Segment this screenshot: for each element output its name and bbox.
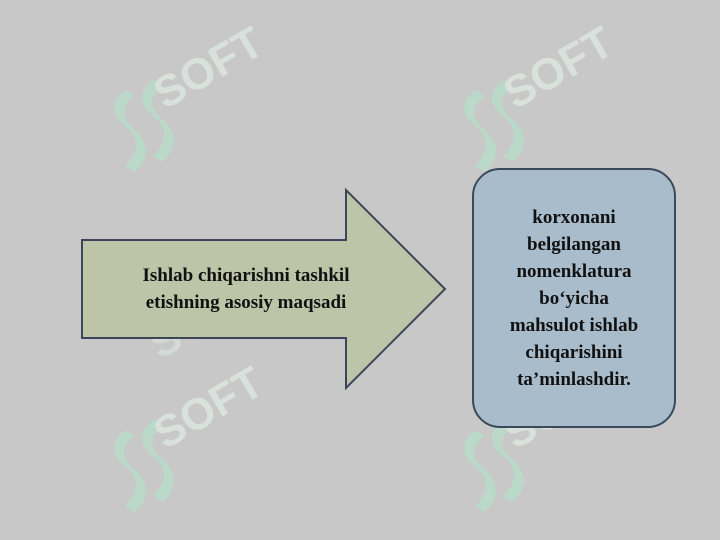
arrow-label-line: Ishlab chiqarishni tashkil [142,265,350,286]
result-line: korxonani [532,206,616,228]
result-text: korxonani belgilangan nomenklatura bo‘yi… [484,204,664,393]
result-line: belgilangan [527,233,621,255]
result-box: korxonani belgilangan nomenklatura bo‘yi… [472,168,676,428]
result-line: mahsulot ishlab [509,314,639,336]
arrow-label-line: etishning asosiy maqsadi [145,292,347,313]
result-line: ta’minlashdir. [517,368,631,390]
result-line: chiqarishini [525,341,623,363]
arrow-polygon [81,187,447,391]
result-line: bo‘yicha [539,287,609,309]
result-line: nomenklatura [516,260,632,282]
arrow-label: Ishlab chiqarishni tashkil etishning aso… [96,262,396,316]
